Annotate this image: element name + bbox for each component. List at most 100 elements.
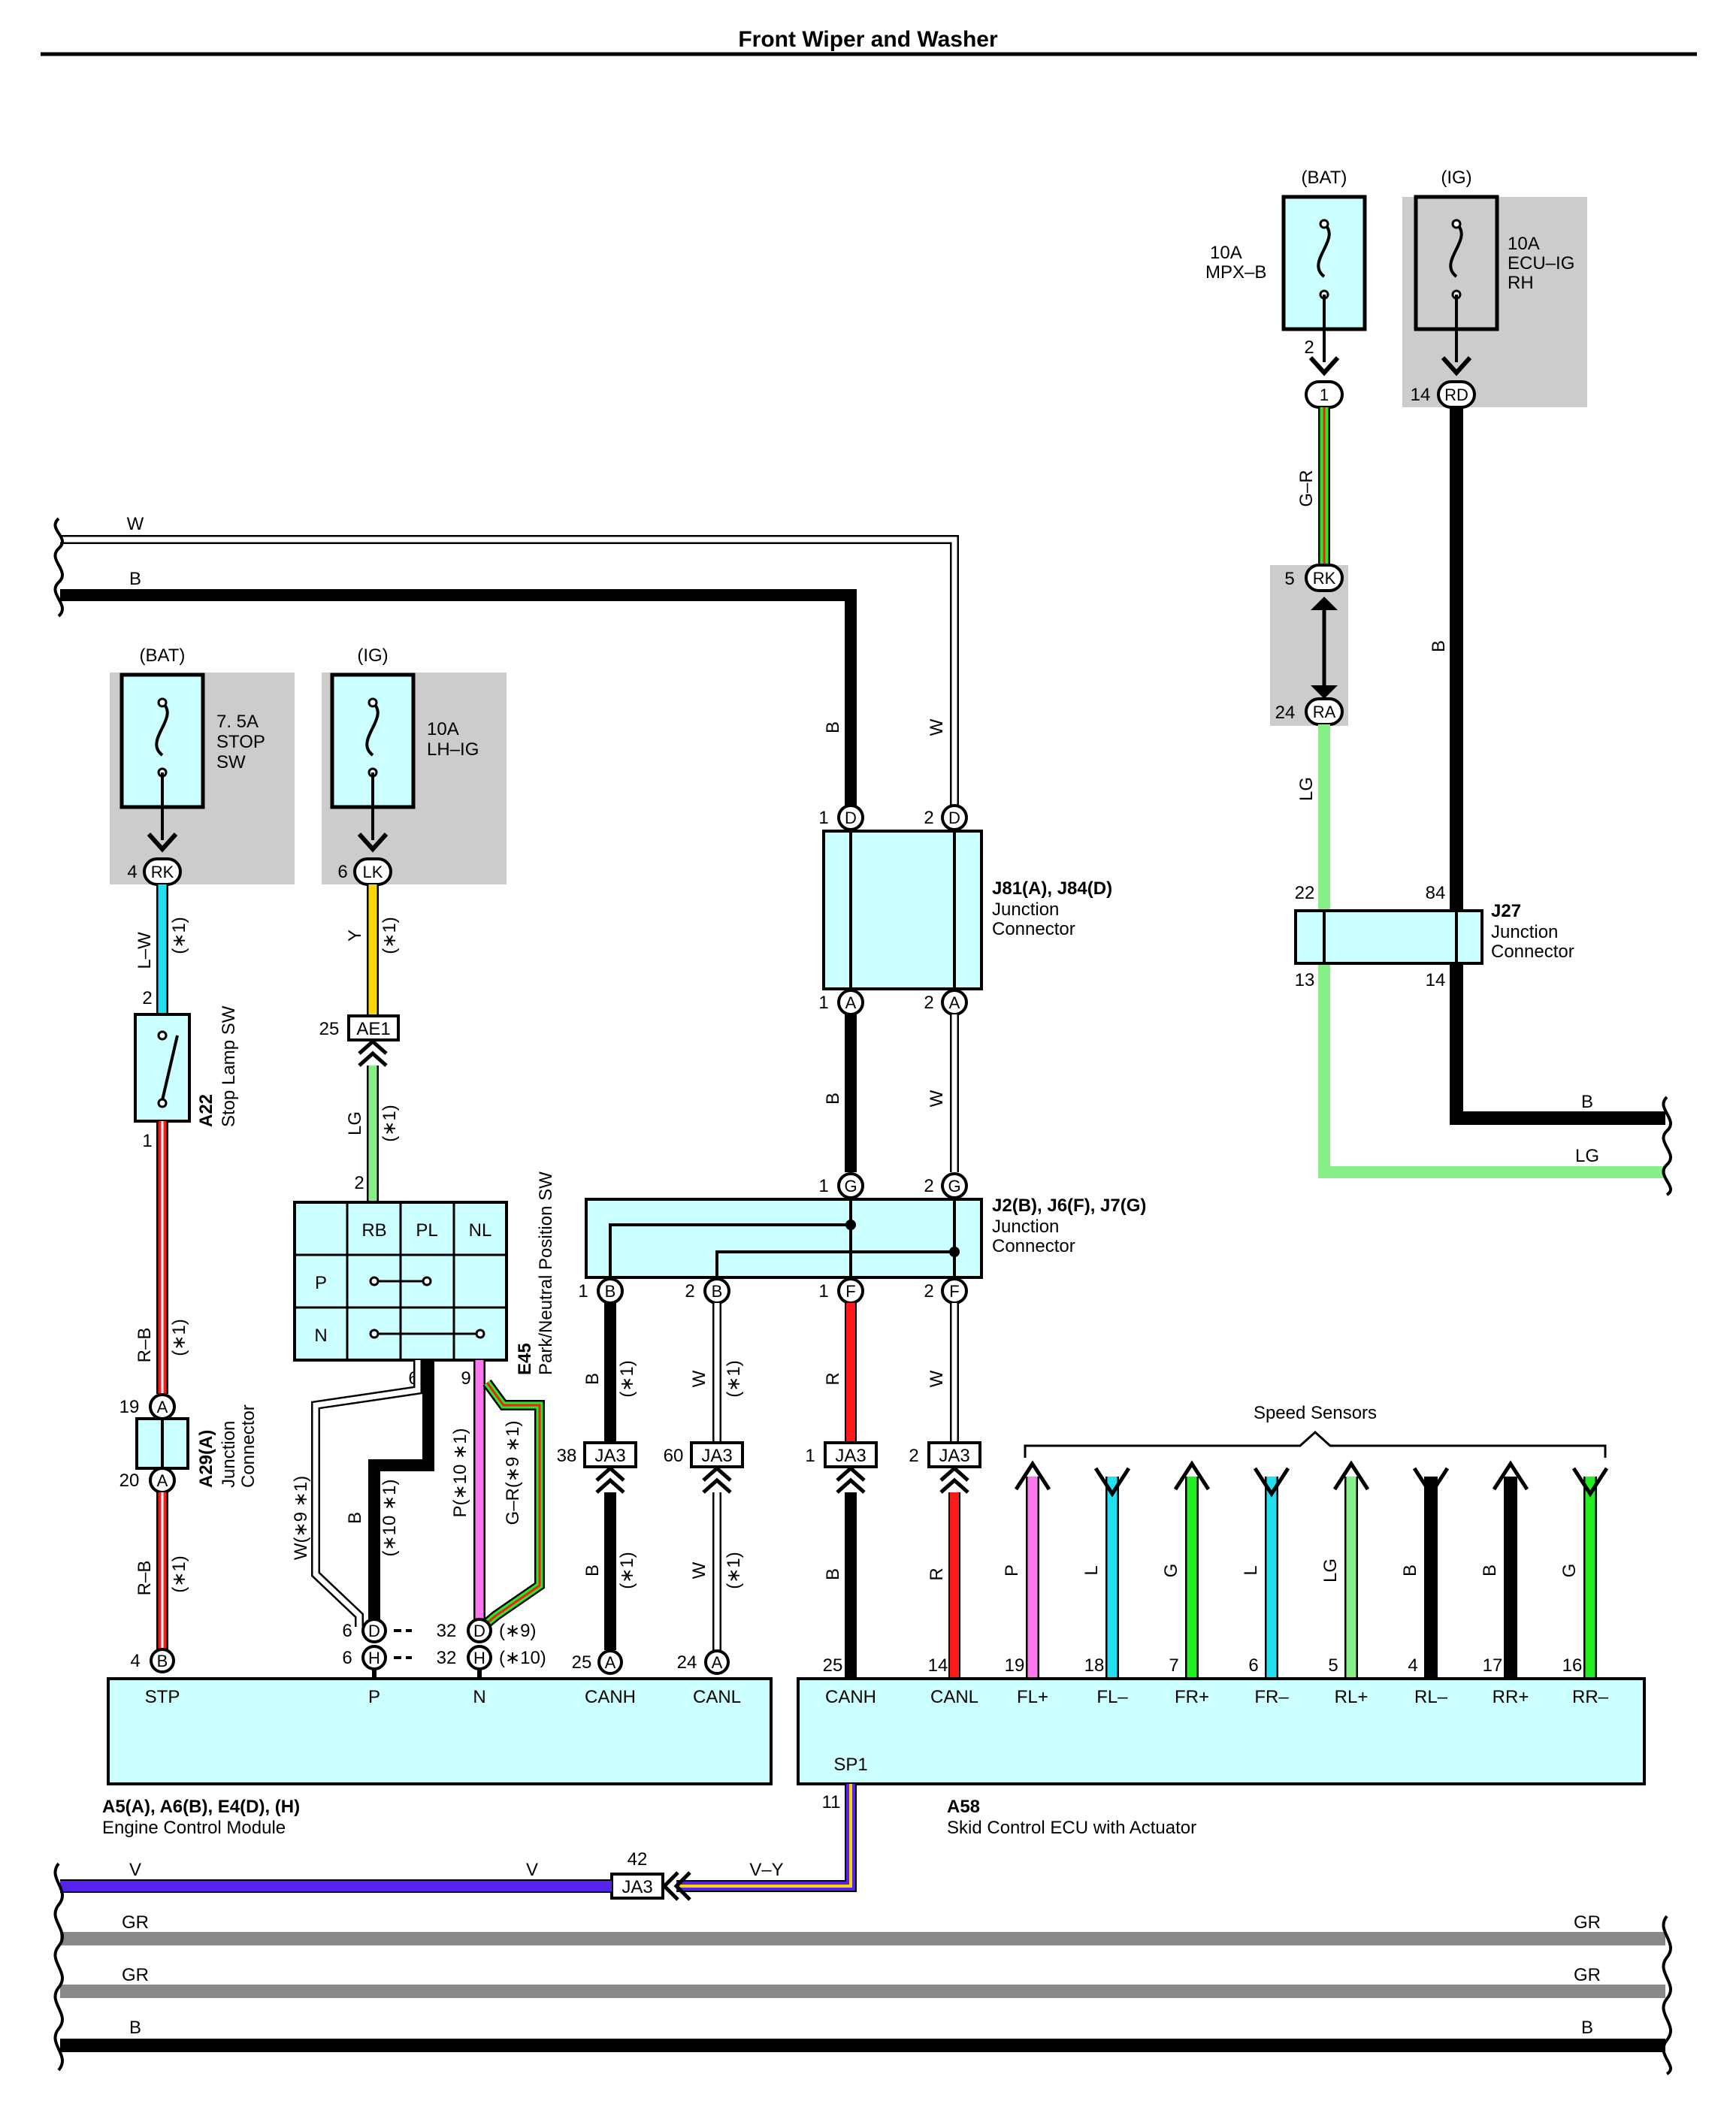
svg-text:(∗1): (∗1) (380, 1105, 400, 1141)
svg-text:F: F (949, 1282, 959, 1301)
wire-b-10-1: B (∗10 ∗1) (345, 1360, 434, 1632)
wire-gr-9-1: G–R(∗9 ∗1) (482, 1379, 545, 1628)
svg-text:6: 6 (342, 1621, 352, 1641)
wire-lg-e45: LG (∗1) 2 (345, 1066, 400, 1202)
svg-text:2: 2 (1304, 337, 1314, 358)
skid-pin-9: 16 (1562, 1655, 1583, 1676)
svg-text:JA3: JA3 (594, 1446, 625, 1466)
svg-text:1: 1 (818, 1176, 828, 1196)
skid-terminal-3: FL– (1096, 1687, 1128, 1707)
wires-ja3-ecu: B (∗1) W (∗1) B R A 25 A 24 (572, 1492, 960, 1679)
svg-text:P(∗10 ∗1): P(∗10 ∗1) (450, 1428, 470, 1518)
skid-terminal-9: RR– (1572, 1687, 1609, 1707)
svg-text:ECU–IG: ECU–IG (1508, 253, 1574, 274)
svg-text:G: G (948, 1177, 960, 1196)
svg-text:L–W: L–W (135, 932, 155, 969)
svg-text:(∗1): (∗1) (380, 917, 400, 954)
page-title: Front Wiper and Washer (738, 27, 998, 52)
svg-text:A22: A22 (196, 1094, 216, 1127)
svg-text:W: W (689, 1561, 709, 1579)
svg-text:G: G (844, 1177, 857, 1196)
wire-v: V V (60, 1860, 612, 1893)
svg-text:W(∗9 ∗1): W(∗9 ∗1) (291, 1476, 311, 1560)
svg-text:A: A (712, 1653, 723, 1672)
svg-text:(∗1): (∗1) (169, 1555, 189, 1592)
svg-text:Connector: Connector (238, 1404, 259, 1488)
connector-rk-ra: 5 RK 24 RA (1270, 564, 1348, 726)
svg-text:LG: LG (1575, 1146, 1599, 1166)
svg-text:25: 25 (319, 1019, 340, 1039)
svg-text:GR: GR (1574, 1965, 1601, 1985)
ja3-row: JA3 38 JA3 60 JA3 1 JA3 2 (557, 1441, 981, 1494)
skid-pin-5: 6 (1248, 1655, 1258, 1676)
svg-text:E45: E45 (515, 1343, 535, 1375)
svg-text:4: 4 (127, 862, 137, 882)
wire-rb-lower: R–B (∗1) (135, 1492, 189, 1652)
svg-text:32: 32 (437, 1621, 457, 1641)
svg-text:LK: LK (363, 863, 383, 881)
svg-text:A5(A), A6(B), E4(D), (H): A5(A), A6(B), E4(D), (H) (102, 1797, 300, 1817)
svg-text:B: B (582, 1373, 603, 1385)
svg-text:H: H (473, 1649, 485, 1667)
svg-text:P: P (315, 1273, 327, 1293)
svg-text:A: A (157, 1398, 168, 1416)
skid-pin-4: 7 (1169, 1655, 1178, 1676)
svg-text:SP1: SP1 (833, 1755, 867, 1775)
sensor-arrow-3 (1253, 1467, 1290, 1498)
svg-text:GR: GR (1574, 1912, 1601, 1933)
svg-text:V: V (129, 1860, 141, 1880)
fuse-mpx-b: (BAT) 10A MPX–B 2 1 (1205, 168, 1367, 409)
svg-text:B: B (129, 2018, 141, 2038)
skid-terminal-2: FL+ (1017, 1687, 1048, 1707)
svg-text:(BAT): (BAT) (140, 645, 186, 666)
skid-terminal-7: RL– (1414, 1687, 1448, 1707)
engine-control-module: STP P N CANH CANL A5(A), A6(B), E4(D), (… (102, 1677, 773, 1838)
svg-text:25: 25 (572, 1652, 592, 1673)
svg-text:D: D (368, 1622, 380, 1640)
svg-text:W: W (927, 718, 947, 736)
svg-text:19: 19 (119, 1397, 140, 1417)
svg-text:1: 1 (1320, 385, 1329, 404)
svg-text:G–R: G–R (1296, 470, 1317, 506)
svg-text:2: 2 (354, 1173, 364, 1193)
svg-text:CANL: CANL (693, 1687, 741, 1707)
sensor-arrow-7 (1571, 1467, 1609, 1498)
svg-text:N: N (473, 1687, 485, 1707)
svg-text:60: 60 (664, 1446, 684, 1466)
svg-text:R–B: R–B (135, 1561, 155, 1596)
svg-text:RK: RK (1313, 569, 1336, 588)
junction-a29: A 19 A 20 A29(A) Junction Connector (119, 1393, 259, 1494)
svg-text:LH–IG: LH–IG (427, 739, 479, 760)
skid-terminal-1: CANL (930, 1687, 978, 1707)
svg-text:W: W (927, 1370, 947, 1387)
skid-pin-3: 18 (1084, 1655, 1105, 1676)
fuse-lh-ig: (IG) 10A LH–IG 6 LK (322, 645, 507, 886)
svg-text:RA: RA (1313, 703, 1336, 721)
svg-text:A29(A): A29(A) (196, 1430, 216, 1488)
sensor-wire-label-0: P (1002, 1564, 1022, 1576)
svg-text:B: B (157, 1652, 168, 1670)
skid-pin-6: 5 (1328, 1655, 1338, 1676)
wire-lw: L–W (∗1) (135, 884, 189, 1014)
ecm-pin-stp: B 4 (130, 1648, 175, 1673)
skid-terminal-8: RR+ (1493, 1687, 1529, 1707)
wires-j81-j2: B W (823, 1014, 959, 1172)
svg-text:Connector: Connector (992, 1236, 1075, 1256)
svg-text:GR: GR (122, 1912, 149, 1933)
svg-text:4: 4 (130, 1651, 140, 1671)
skid-terminal-0: CANH (825, 1687, 876, 1707)
svg-text:6: 6 (337, 862, 347, 882)
svg-text:Connector: Connector (992, 919, 1075, 939)
sensor-arrow-1 (1093, 1467, 1131, 1498)
svg-text:V: V (526, 1860, 538, 1880)
wires-j2-ja3: B (∗1) W (∗1) R W (582, 1303, 959, 1443)
svg-text:SW: SW (216, 752, 246, 772)
svg-text:(IG): (IG) (357, 645, 388, 666)
svg-text:5: 5 (1284, 569, 1294, 589)
svg-text:AE1: AE1 (356, 1019, 390, 1039)
wire-g-r: G–R (1296, 407, 1330, 565)
svg-text:JA3: JA3 (701, 1446, 732, 1466)
svg-text:1: 1 (818, 993, 828, 1013)
